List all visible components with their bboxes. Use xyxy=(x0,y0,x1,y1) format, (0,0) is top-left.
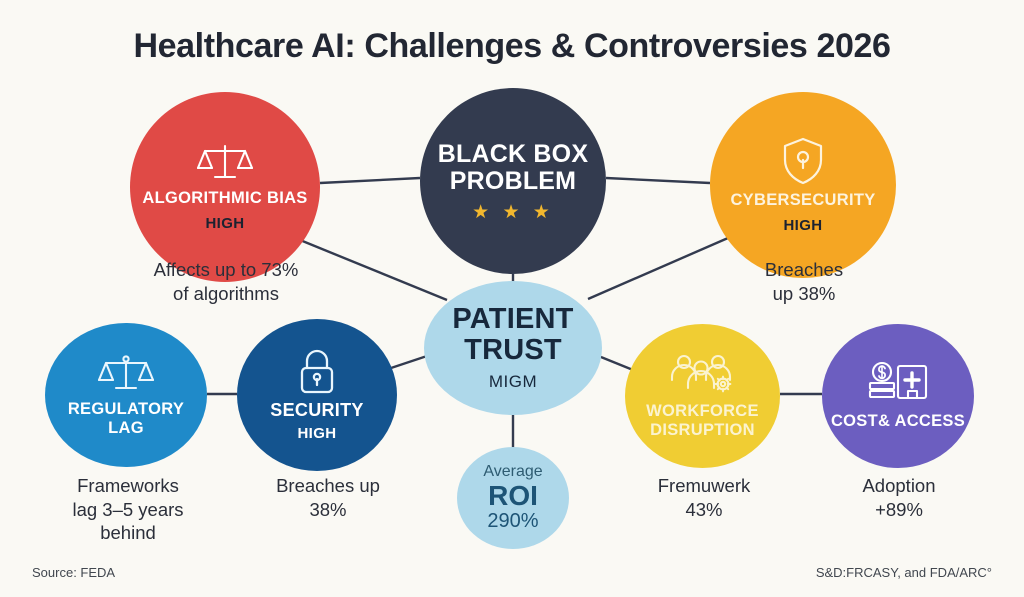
node-regulatory-lag[interactable]: REGULATORY LAG xyxy=(45,323,207,467)
node-cost-and-access[interactable]: COST& ACCESS xyxy=(822,324,974,468)
node-patient-trust[interactable]: PATIENT TRUST MIGM xyxy=(424,281,602,415)
footer-source: Source: FEDA xyxy=(32,565,116,580)
shield-keyhole-icon xyxy=(781,136,825,186)
node-label: WORKFORCE DISRUPTION xyxy=(646,402,759,439)
balance-scales-icon xyxy=(97,353,155,395)
node-label: ALGORITHMIC BIAS xyxy=(142,189,308,208)
node-level-badge: HIGH xyxy=(205,214,245,232)
node-label: PATIENT TRUST xyxy=(452,302,574,366)
balance-scales-icon xyxy=(196,142,254,184)
footer-attribution: S&D:FRCASY, and FDA/ARC° xyxy=(815,565,992,580)
node-cybersecurity[interactable]: CYBERSECURITY HIGH xyxy=(710,92,896,278)
caption-algorithmic-bias: Affects up to 73% of algorithms xyxy=(153,259,299,304)
link-blackbox-cyber xyxy=(605,176,711,185)
node-subtitle: MIGM xyxy=(488,372,538,392)
caption-regulatory-lag: Frameworks lag 3–5 years behind xyxy=(72,475,184,544)
link-bias-blackbox xyxy=(319,176,421,185)
node-workforce-disruption[interactable]: WORKFORCE DISRUPTION xyxy=(625,324,780,468)
people-gear-icon xyxy=(669,353,737,397)
node-average-roi[interactable]: Average ROI 290% xyxy=(457,447,569,549)
node-label: BLACK BOX PROBLEM xyxy=(437,139,589,195)
roi-title: ROI xyxy=(488,479,538,511)
node-label: COST& ACCESS xyxy=(830,412,966,431)
roi-label: Average xyxy=(483,463,543,480)
node-level-badge: HIGH xyxy=(783,216,823,234)
node-security[interactable]: SECURITY HIGH xyxy=(237,319,397,471)
padlock-icon xyxy=(296,348,338,396)
node-label: CYBERSECURITY xyxy=(730,191,876,210)
node-black-box-problem[interactable]: BLACK BOX PROBLEM ★ ★ ★ xyxy=(420,88,606,274)
money-hospital-icon xyxy=(866,361,930,407)
caption-cybersecurity: Breaches up 38% xyxy=(764,259,844,304)
roi-value: 290% xyxy=(487,509,539,532)
page-title: Healthcare AI: Challenges & Controversie… xyxy=(133,27,891,65)
node-label: SECURITY xyxy=(270,399,364,420)
star-rating-icon: ★ ★ ★ xyxy=(472,201,554,223)
caption-security: Breaches up 38% xyxy=(276,475,380,520)
node-algorithmic-bias[interactable]: ALGORITHMIC BIAS HIGH xyxy=(130,92,320,282)
node-label: REGULATORY LAG xyxy=(67,400,185,437)
caption-workforce-disruption: Fremuwerk 43% xyxy=(657,475,751,520)
caption-cost-and-access: Adoption +89% xyxy=(862,475,936,520)
node-level-badge: HIGH xyxy=(297,425,337,443)
